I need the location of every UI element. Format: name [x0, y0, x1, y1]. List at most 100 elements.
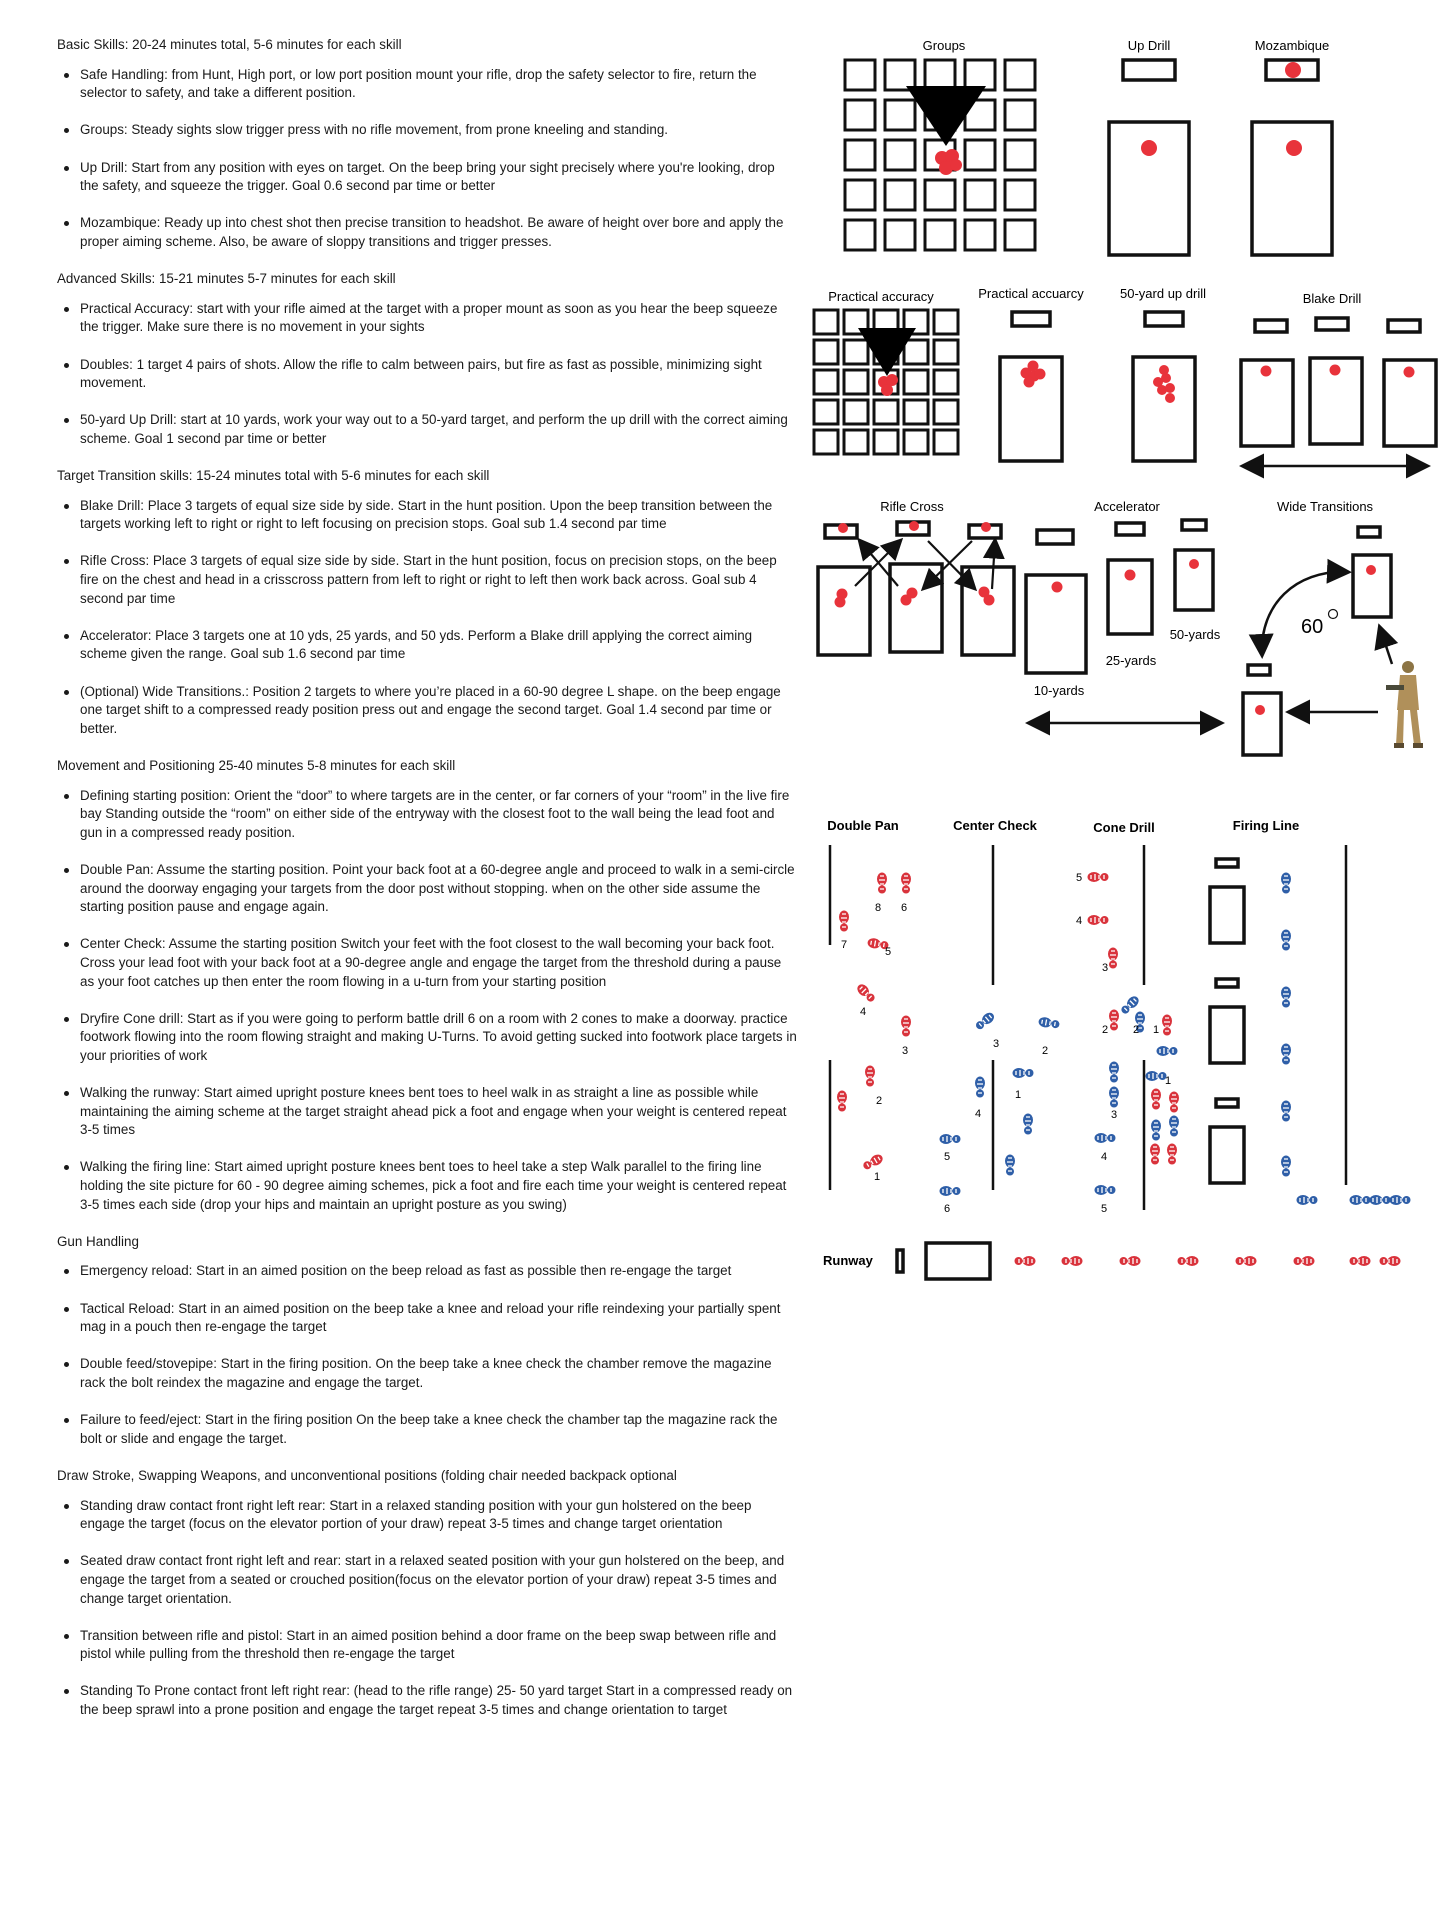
bullet-list: Practical Accuracy: start with your rifl…	[57, 300, 797, 449]
soldier-figure	[1386, 661, 1423, 748]
up-drill-target	[1107, 58, 1191, 257]
section: Movement and Positioning 25-40 minutes 5…	[57, 757, 797, 1214]
svg-text:2: 2	[1102, 1024, 1108, 1036]
runway-footsteps	[1013, 1255, 1402, 1267]
double-pan-label: Double Pan	[827, 818, 899, 833]
up-drill-label: Up Drill	[1128, 38, 1171, 53]
svg-text:1: 1	[874, 1171, 880, 1183]
rifle-cross-label: Rifle Cross	[880, 499, 944, 514]
blake-drill-hits	[1260, 364, 1415, 378]
svg-text:3: 3	[902, 1045, 908, 1057]
list-item: Transition between rifle and pistol: Sta…	[57, 1627, 797, 1664]
practical-accuracy-hits	[1020, 360, 1046, 388]
up-drill-hit	[1141, 140, 1157, 156]
rifle-cross-hits	[834, 521, 995, 608]
list-item: Center Check: Assume the starting positi…	[57, 935, 797, 991]
svg-text:6: 6	[901, 902, 907, 914]
svg-text:1: 1	[1153, 1024, 1159, 1036]
groups-label: Groups	[923, 38, 966, 53]
double-pan-steps: 8 6 7 5 4 3 2 1	[841, 902, 908, 1183]
list-item: Defining starting position: Orient the “…	[57, 787, 797, 843]
mozambique-chest-hit	[1286, 140, 1302, 156]
svg-text:4: 4	[860, 1006, 866, 1018]
svg-text:2: 2	[1133, 1024, 1139, 1036]
cone-drill-label: Cone Drill	[1093, 820, 1154, 835]
bullet-list: Defining starting position: Orient the “…	[57, 787, 797, 1215]
accelerator-targets	[1024, 518, 1215, 675]
yards-50-label: 50-yards	[1170, 627, 1221, 642]
svg-text:3: 3	[1102, 962, 1108, 974]
firing-line-label: Firing Line	[1233, 818, 1299, 833]
svg-text:5: 5	[1076, 872, 1082, 884]
list-item: Accelerator: Place 3 targets one at 10 y…	[57, 627, 797, 664]
center-check-label: Center Check	[953, 818, 1038, 833]
list-item: Walking the firing line: Start aimed upr…	[57, 1158, 797, 1214]
list-item: Walking the runway: Start aimed upright …	[57, 1084, 797, 1140]
section: Draw Stroke, Swapping Weapons, and uncon…	[57, 1467, 797, 1720]
bullet-list: Blake Drill: Place 3 targets of equal si…	[57, 497, 797, 739]
practical-accuracy-grid	[812, 308, 960, 456]
rifle-cross-arrows	[854, 536, 1005, 592]
list-item: Blake Drill: Place 3 targets of equal si…	[57, 497, 797, 534]
up-drill-50-label: 50-yard up drill	[1120, 286, 1206, 301]
blake-drill-label: Blake Drill	[1303, 291, 1362, 306]
wide-transitions-arrow-up	[1374, 623, 1399, 665]
section-title: Gun Handling	[57, 1233, 139, 1249]
practical-accuracy-grid-hits	[878, 374, 898, 396]
section-title: Movement and Positioning 25-40 minutes 5…	[57, 757, 456, 773]
list-item: Up Drill: Start from any position with e…	[57, 159, 797, 196]
wide-transitions-targets	[1241, 525, 1393, 757]
double-pan-footsteps	[836, 871, 912, 1173]
runway-label: Runway	[823, 1253, 874, 1268]
list-item: Safe Handling: from Hunt, High port, or …	[57, 66, 797, 103]
svg-text:4: 4	[1101, 1151, 1107, 1163]
section-title: Draw Stroke, Swapping Weapons, and uncon…	[57, 1467, 677, 1483]
up-drill-50-hits	[1153, 365, 1175, 403]
blake-drill-targets	[1239, 316, 1438, 448]
list-item: Seated draw contact front right left and…	[57, 1552, 797, 1608]
svg-text:1: 1	[1165, 1075, 1171, 1087]
yards-10-label: 10-yards	[1034, 683, 1085, 698]
list-item: 50-yard Up Drill: start at 10 yards, wor…	[57, 411, 797, 448]
section-title: Target Transition skills: 15-24 minutes …	[57, 468, 490, 484]
list-item: Practical Accuracy: start with your rifl…	[57, 300, 797, 337]
groups-hits	[935, 149, 962, 175]
practical-accuracy-target	[998, 310, 1064, 463]
list-item: Rifle Cross: Place 3 targets of equal si…	[57, 552, 797, 608]
list-item: Standing draw contact front right left r…	[57, 1497, 797, 1534]
list-item: Standing To Prone contact front left rig…	[57, 1682, 797, 1719]
yards-25-label: 25-yards	[1106, 653, 1157, 668]
mozambique-label: Mozambique	[1255, 38, 1329, 53]
svg-text:7: 7	[841, 939, 847, 951]
degree-symbol	[1327, 608, 1339, 620]
wide-transitions-arc	[1248, 558, 1352, 659]
list-item: Failure to feed/eject: Start in the firi…	[57, 1411, 797, 1448]
center-check-footsteps	[938, 1009, 1061, 1197]
mozambique-target	[1250, 58, 1334, 257]
skills-text-column: Basic Skills: 20-24 minutes total, 5-6 m…	[57, 36, 797, 1738]
wide-transitions-hits	[1255, 565, 1376, 715]
accelerator-label: Accelerator	[1094, 499, 1160, 514]
list-item: Dryfire Cone drill: Start as if you were…	[57, 1010, 797, 1066]
svg-text:5: 5	[1101, 1203, 1107, 1215]
firing-line-targets	[1208, 857, 1246, 1185]
svg-text:5: 5	[944, 1151, 950, 1163]
angle-label: 60	[1301, 616, 1323, 638]
svg-text:2: 2	[1042, 1045, 1048, 1057]
practical-accuracy-grid-label: Practical accuracy	[828, 289, 934, 304]
svg-text:8: 8	[875, 902, 881, 914]
list-item: Tactical Reload: Start in an aimed posit…	[57, 1300, 797, 1337]
svg-text:5: 5	[885, 946, 891, 958]
svg-text:3: 3	[993, 1038, 999, 1050]
svg-text:4: 4	[975, 1108, 981, 1120]
practical-accuracy-label: Practical accuarcy	[978, 286, 1084, 301]
list-item: Double feed/stovepipe: Start in the firi…	[57, 1355, 797, 1392]
list-item: Doubles: 1 target 4 pairs of shots. Allo…	[57, 356, 797, 393]
list-item: Mozambique: Ready up into chest shot the…	[57, 214, 797, 251]
svg-text:3: 3	[1111, 1109, 1117, 1121]
section: Basic Skills: 20-24 minutes total, 5-6 m…	[57, 36, 797, 252]
svg-text:2: 2	[876, 1095, 882, 1107]
door-lines	[828, 845, 1348, 1210]
svg-text:4: 4	[1076, 915, 1082, 927]
